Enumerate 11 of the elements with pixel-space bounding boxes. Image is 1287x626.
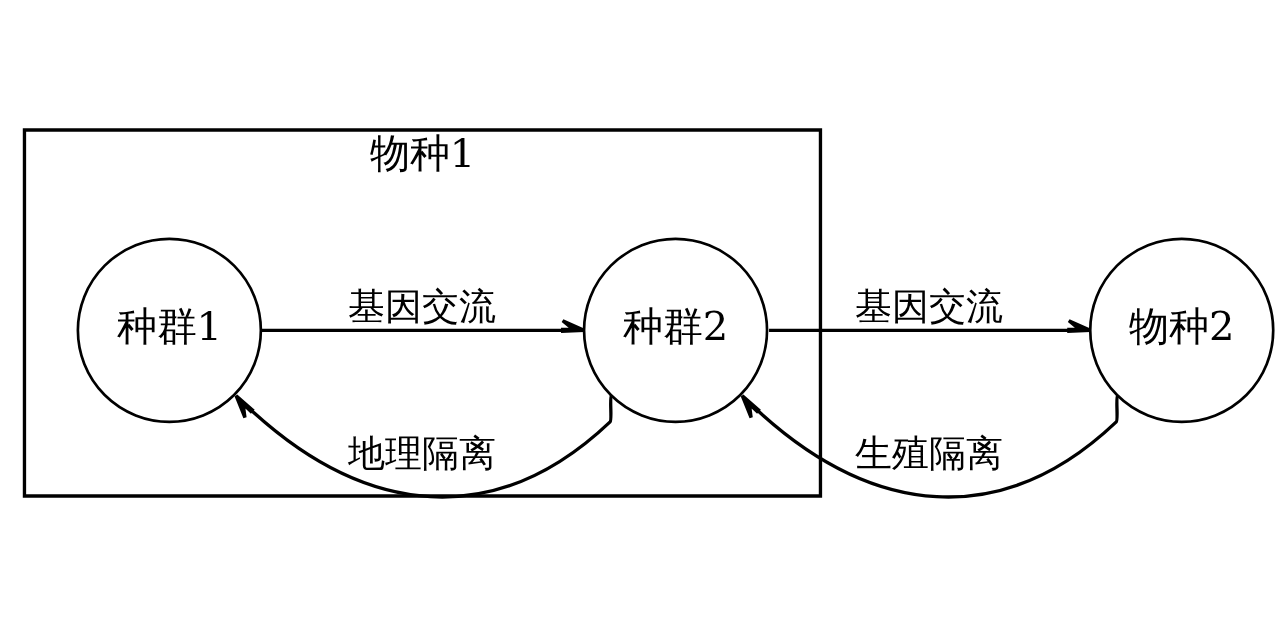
edge-label: 基因交流	[348, 283, 497, 328]
edge-label: 基因交流	[854, 283, 1003, 328]
node-circle: 种群1	[76, 237, 263, 424]
arrow	[769, 319, 1092, 334]
arrow	[260, 319, 586, 334]
edge-label: 生殖隔离	[854, 430, 1003, 475]
arrow	[740, 394, 1120, 499]
edge-label: 地理隔离	[348, 430, 497, 475]
node-circle: 物种2	[1088, 237, 1275, 424]
arrow	[234, 394, 614, 499]
node-circle: 种群2	[582, 237, 769, 424]
